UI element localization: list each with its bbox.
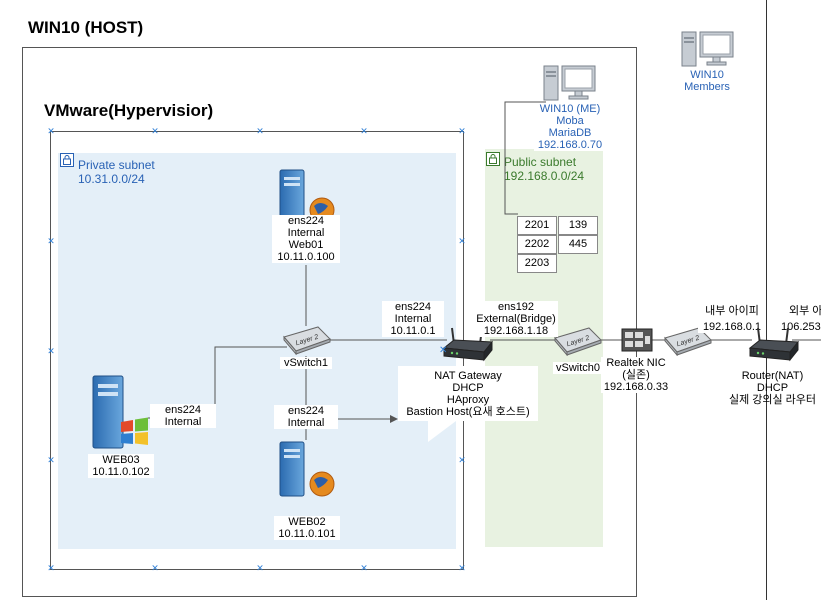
layer2-switch-icon: Layer 2	[554, 327, 602, 356]
lock-icon	[60, 153, 74, 167]
port-139: 139	[558, 216, 598, 235]
selection-handle[interactable]: ✕	[256, 563, 264, 573]
selection-handle[interactable]: ✕	[256, 126, 264, 136]
nic-icon	[621, 328, 653, 352]
gateway-inner-iface-label: ens224 Internal 10.11.0.1	[382, 301, 444, 337]
members-label: WIN10 Members	[684, 69, 730, 93]
web02-label: WEB02 10.11.0.101	[274, 516, 340, 540]
selection-handle[interactable]: ✕	[458, 563, 466, 573]
port-2201: 2201	[517, 216, 557, 235]
vswitch0-label: vSwitch0	[553, 362, 603, 374]
selection-handle[interactable]: ✕	[47, 563, 55, 573]
router-icon	[442, 327, 493, 362]
web01-label: ens224 Internal Web01 10.11.0.100	[272, 215, 340, 263]
host-title: WIN10 (HOST)	[28, 18, 144, 37]
web02-iface-label: ens224 Internal	[274, 405, 338, 429]
selection-handle[interactable]: ✕	[360, 126, 368, 136]
computer-icon	[681, 31, 734, 67]
private-subnet-area	[58, 153, 456, 549]
callout-shape	[398, 366, 538, 442]
link-me-ports	[504, 101, 546, 215]
host-frame	[22, 47, 637, 597]
gateway-roles-label: NAT Gateway DHCP HAproxy Bastion Host(요새…	[406, 370, 530, 418]
layer2-switch-icon: Layer 2	[283, 326, 331, 355]
vswitch1-label: vSwitch1	[280, 357, 332, 369]
web03-iface-label: ens224 Internal	[150, 404, 216, 428]
selection-handle[interactable]: ✕	[47, 126, 55, 136]
port-2202: 2202	[517, 235, 557, 254]
arrow-head	[390, 415, 398, 423]
selection-handle[interactable]: ✕	[151, 126, 159, 136]
private-subnet-label: Private subnet 10.31.0.0/24	[78, 158, 155, 186]
gateway-connection-marker: ✕	[439, 345, 448, 356]
selection-handle[interactable]: ✕	[47, 346, 55, 356]
computer-icon	[543, 65, 596, 101]
nic-label: Realtek NIC (실존) 192.168.0.33	[601, 357, 671, 393]
selection-handle[interactable]: ✕	[360, 563, 368, 573]
router-label: Router(NAT) DHCP 실제 강의실 라우터	[728, 370, 817, 406]
layer2-switch-icon: Layer 2	[664, 327, 712, 356]
server-web-icon	[279, 441, 335, 497]
web03-label: WEB03 10.11.0.102	[88, 454, 154, 478]
me-label: WIN10 (ME) Moba MariaDB 192.168.0.70	[534, 103, 606, 151]
gateway-outer-iface-label: ens192 External(Bridge) 192.168.1.18	[474, 301, 558, 337]
selection-handle[interactable]: ✕	[458, 455, 466, 465]
selection-handle[interactable]: ✕	[458, 126, 466, 136]
public-subnet-label: Public subnet 192.168.0.0/24	[504, 155, 585, 183]
inner-ip-label: 내부 아이피 192.168.0.1	[698, 305, 766, 333]
port-2203: 2203	[517, 254, 557, 273]
port-445: 445	[558, 235, 598, 254]
router-icon	[748, 327, 799, 362]
selection-handle[interactable]: ✕	[458, 236, 466, 246]
lock-icon	[486, 152, 500, 166]
selection-handle[interactable]: ✕	[47, 455, 55, 465]
page-boundary-line	[766, 0, 767, 600]
selection-handle[interactable]: ✕	[47, 236, 55, 246]
hypervisor-title: VMware(Hypervisior)	[44, 101, 214, 120]
server-windows-icon	[92, 375, 148, 449]
outer-ip-label: 외부 아 106.253.	[779, 305, 821, 333]
selection-handle[interactable]: ✕	[151, 563, 159, 573]
